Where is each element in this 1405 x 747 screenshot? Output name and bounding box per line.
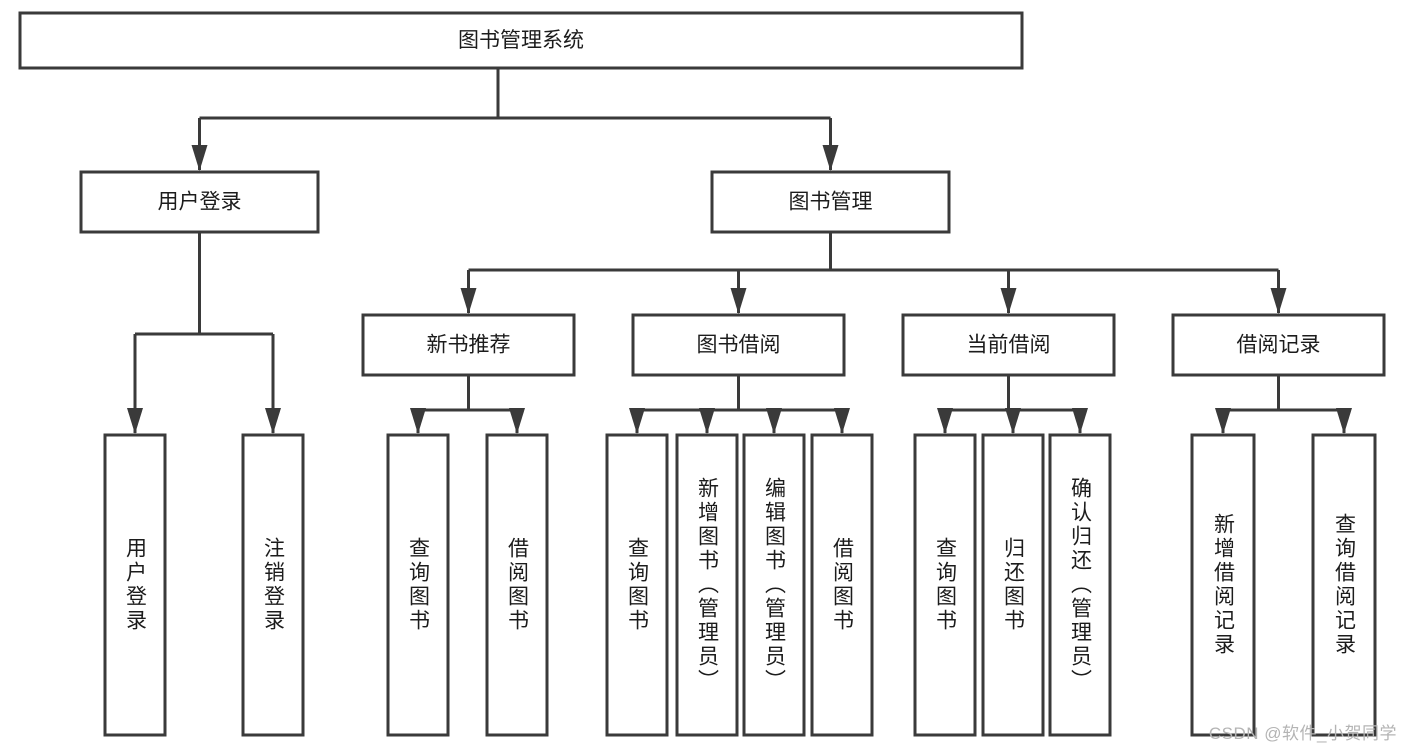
node-level3-当前借阅[interactable] bbox=[901, 313, 1116, 377]
node-level3-新书推荐[interactable] bbox=[361, 313, 576, 377]
arrow-head-icon-leaf-借阅记录-1 bbox=[1336, 408, 1352, 434]
node-level2-用户登录-label: 用户登录 bbox=[158, 191, 242, 214]
node-level3-借阅记录[interactable] bbox=[1171, 313, 1386, 377]
arrow-head-icon-l2-0 bbox=[191, 145, 208, 171]
arrow-head-icon-leaf-图书借阅-1 bbox=[699, 408, 715, 434]
node-leaf-借阅图书-3[interactable] bbox=[485, 433, 549, 737]
arrow-head-icon-leaf-用户登录-0 bbox=[127, 408, 143, 434]
arrow-head-icon-leaf-图书借阅-3 bbox=[834, 408, 850, 434]
node-level3-图书借阅[interactable] bbox=[631, 313, 846, 377]
node-leaf-新增图书管理员-5[interactable] bbox=[675, 433, 739, 737]
node-leaf-查询图书-2[interactable] bbox=[386, 433, 450, 737]
node-leaf-借阅图书-7[interactable] bbox=[810, 433, 874, 737]
node-leaf-查询图书-8[interactable] bbox=[913, 433, 977, 737]
connector-layer bbox=[127, 68, 1352, 434]
arrow-head-icon-leaf-图书借阅-2 bbox=[766, 408, 782, 434]
node-leaf-新增借阅记录-11[interactable] bbox=[1190, 433, 1256, 737]
node-leaf-用户登录-0[interactable] bbox=[103, 433, 167, 737]
node-leaf-编辑图书管理员-6[interactable] bbox=[742, 433, 806, 737]
arrow-head-icon-leaf-借阅记录-0 bbox=[1215, 408, 1231, 434]
node-level3-图书借阅-label: 图书借阅 bbox=[697, 334, 781, 357]
arrow-head-icon-l3-3 bbox=[1270, 288, 1287, 314]
csdn-watermark: CSDN @软件_小贺同学 bbox=[1208, 724, 1397, 743]
arrow-head-icon-leaf-当前借阅-2 bbox=[1072, 408, 1088, 434]
node-leaf-查询借阅记录-12[interactable] bbox=[1311, 433, 1377, 737]
node-level2-图书管理-label: 图书管理 bbox=[789, 191, 873, 214]
node-level2-图书管理[interactable] bbox=[710, 170, 951, 234]
arrow-head-icon-leaf-新书推荐-0 bbox=[410, 408, 426, 434]
node-root-图书管理系统[interactable] bbox=[18, 11, 1024, 70]
arrow-head-icon-leaf-用户登录-1 bbox=[265, 408, 281, 434]
arrow-head-icon-l3-2 bbox=[1000, 288, 1017, 314]
arrow-head-icon-l3-1 bbox=[730, 288, 747, 314]
node-level2-用户登录[interactable] bbox=[79, 170, 320, 234]
node-leaf-注销登录-1[interactable] bbox=[241, 433, 305, 737]
node-level3-借阅记录-label: 借阅记录 bbox=[1237, 334, 1321, 357]
arrow-head-icon-leaf-当前借阅-1 bbox=[1005, 408, 1021, 434]
node-leaf-归还图书-9[interactable] bbox=[981, 433, 1045, 737]
arrow-head-icon-l3-0 bbox=[460, 288, 477, 314]
node-leaf-确认归还管理员-10[interactable] bbox=[1048, 433, 1112, 737]
arrow-head-icon-l2-1 bbox=[822, 145, 839, 171]
arrow-head-icon-leaf-新书推荐-1 bbox=[509, 408, 525, 434]
node-box-layer bbox=[18, 11, 1386, 737]
node-root-图书管理系统-label: 图书管理系统 bbox=[458, 29, 584, 52]
node-level3-当前借阅-label: 当前借阅 bbox=[967, 334, 1051, 357]
node-level3-新书推荐-label: 新书推荐 bbox=[427, 334, 511, 357]
arrow-head-icon-leaf-图书借阅-0 bbox=[629, 408, 645, 434]
node-leaf-查询图书-4[interactable] bbox=[605, 433, 669, 737]
arrow-head-icon-leaf-当前借阅-0 bbox=[937, 408, 953, 434]
